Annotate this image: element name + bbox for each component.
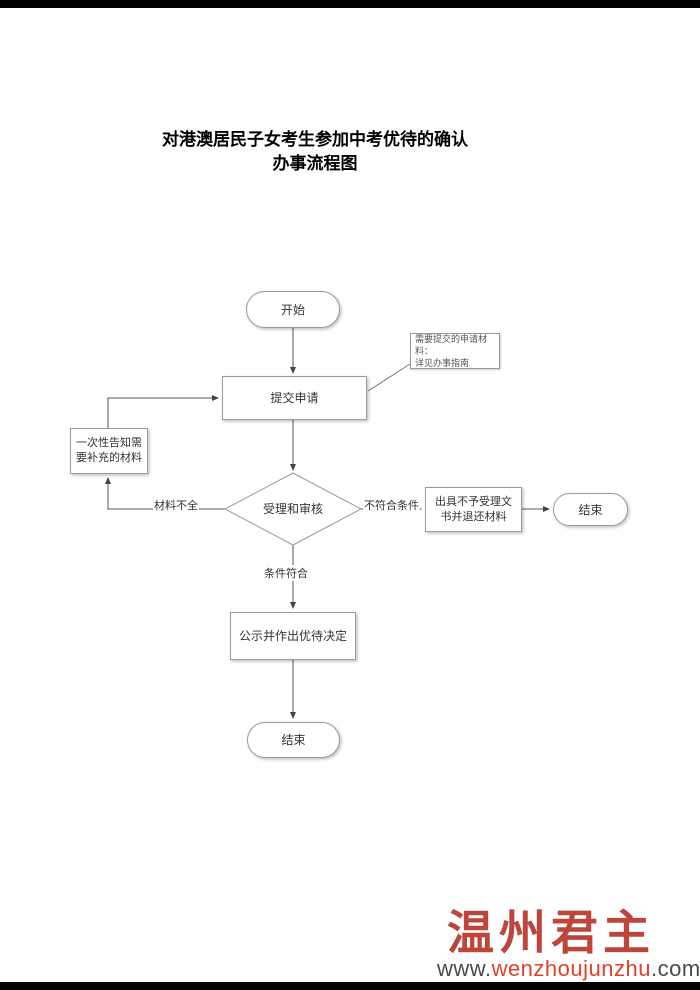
flow-node-reject-return-materials: 出具不予受理文 书并退还材料 (425, 487, 522, 532)
page-title-line2: 办事流程图 (272, 154, 358, 173)
flow-node-end-right: 结束 (553, 493, 628, 526)
flow-annotation-materials-note: 需要提交的申请材料： 详见办事指南 (410, 333, 500, 369)
end-right-label: 结束 (578, 502, 603, 517)
flow-node-start: 开始 (246, 291, 340, 328)
page-title-line1: 对港澳居民子女考生参加中考优待的确认 (162, 130, 468, 149)
page-title: 对港澳居民子女考生参加中考优待的确认 办事流程图 (0, 128, 630, 176)
top-black-bar (0, 0, 700, 8)
end-bottom-label: 结束 (281, 733, 306, 747)
edge-label-qualified: 条件符合 (263, 565, 309, 581)
edge-label-not-qualified: 不符合条件 (363, 497, 420, 513)
edge-label-materials-incomplete: 材料不全 (153, 497, 199, 513)
flow-node-publish-decision: 公示并作出优待决定 (230, 612, 356, 660)
flow-node-submit-application: 提交申请 (222, 376, 367, 420)
flow-node-end-bottom: 结束 (247, 722, 340, 758)
bottom-black-bar (0, 982, 700, 990)
reject-line1: 出具不予受理文 (435, 495, 512, 508)
watermark-url-www: www. (437, 956, 492, 981)
flow-node-review-decision: 受理和审核 (226, 500, 360, 517)
watermark-brand-text: 温州君主 (447, 906, 655, 961)
notify-line1: 一次性告知需 (76, 437, 142, 449)
flow-node-start-label: 开始 (280, 302, 305, 317)
watermark-url: www.wenzhoujunzhu.com (437, 956, 700, 982)
watermark-url-tld: .com (650, 956, 700, 981)
review-label: 受理和审核 (262, 502, 323, 516)
reject-line2: 书并退还材料 (440, 510, 507, 523)
flow-node-submit-label: 提交申请 (270, 391, 319, 405)
note-line1: 需要提交的申请材料： (415, 334, 488, 356)
flow-node-notify-supplement: 一次性告知需 要补充的材料 (70, 428, 148, 474)
notify-line2: 要补充的材料 (76, 452, 142, 464)
note-line2: 详见办事指南 (415, 358, 470, 368)
watermark-url-domain: wenzhoujunzhu (491, 956, 651, 981)
publish-label: 公示并作出优待决定 (238, 629, 347, 643)
